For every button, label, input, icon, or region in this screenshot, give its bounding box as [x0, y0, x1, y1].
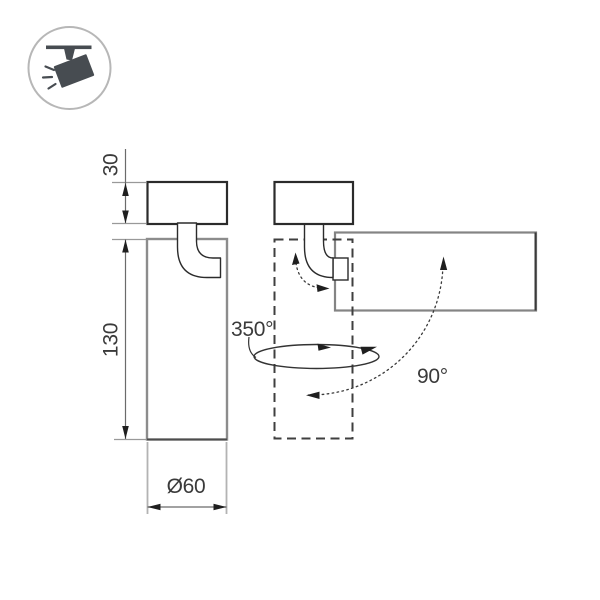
leader-line — [248, 336, 257, 359]
arrowhead-up — [122, 183, 129, 196]
arrowhead-right — [317, 343, 331, 351]
dimension-label-130: 130 — [100, 323, 123, 357]
ceiling-base-front — [146, 180, 229, 226]
arrowhead-right — [213, 503, 227, 511]
rotation-ellipse-350 — [253, 343, 380, 370]
arrowhead-down-left — [360, 346, 377, 355]
arrowhead-down — [122, 210, 129, 224]
dimension-body-height: 130 — [100, 238, 146, 441]
arrowhead-down — [122, 426, 129, 439]
dimension-label-30: 30 — [100, 154, 123, 177]
tilt-90-annotation: 90° — [306, 256, 448, 399]
pan-350-annotation: 350° — [231, 318, 380, 370]
arrowhead-up — [292, 252, 300, 265]
dimension-diameter: Ø60 — [146, 442, 228, 514]
front-view — [145, 180, 229, 441]
ceiling-base-side — [273, 180, 355, 226]
angle-label-90: 90° — [417, 365, 448, 388]
lamp-head-shape — [53, 54, 95, 88]
angle-label-350: 350° — [231, 318, 273, 341]
arrowhead-left — [147, 503, 161, 511]
track-bar-shape — [46, 45, 92, 50]
light-rays-icon — [41, 65, 57, 90]
rotation-arc-90-dotted — [307, 261, 444, 396]
arrowhead-right — [316, 284, 330, 292]
lamp-body-original-position-dashed — [273, 238, 354, 440]
icon-badge — [27, 26, 112, 110]
pivot-tilt-annotation — [292, 252, 330, 292]
swivel-arm-side — [303, 222, 334, 279]
dimension-base-height: 30 — [100, 149, 146, 225]
lamp-body-rotated-horizontal — [333, 231, 538, 312]
pivot-bracket — [332, 257, 349, 281]
arrowhead-left — [306, 391, 320, 399]
arrowhead-up — [122, 239, 129, 253]
rotation-view — [273, 180, 538, 440]
mount-stem-shape — [64, 48, 75, 61]
track-spotlight-icon — [41, 45, 95, 90]
swivel-arm-front — [176, 222, 222, 279]
dimension-label-diameter: Ø60 — [167, 475, 206, 498]
arrowhead-up — [440, 256, 448, 270]
